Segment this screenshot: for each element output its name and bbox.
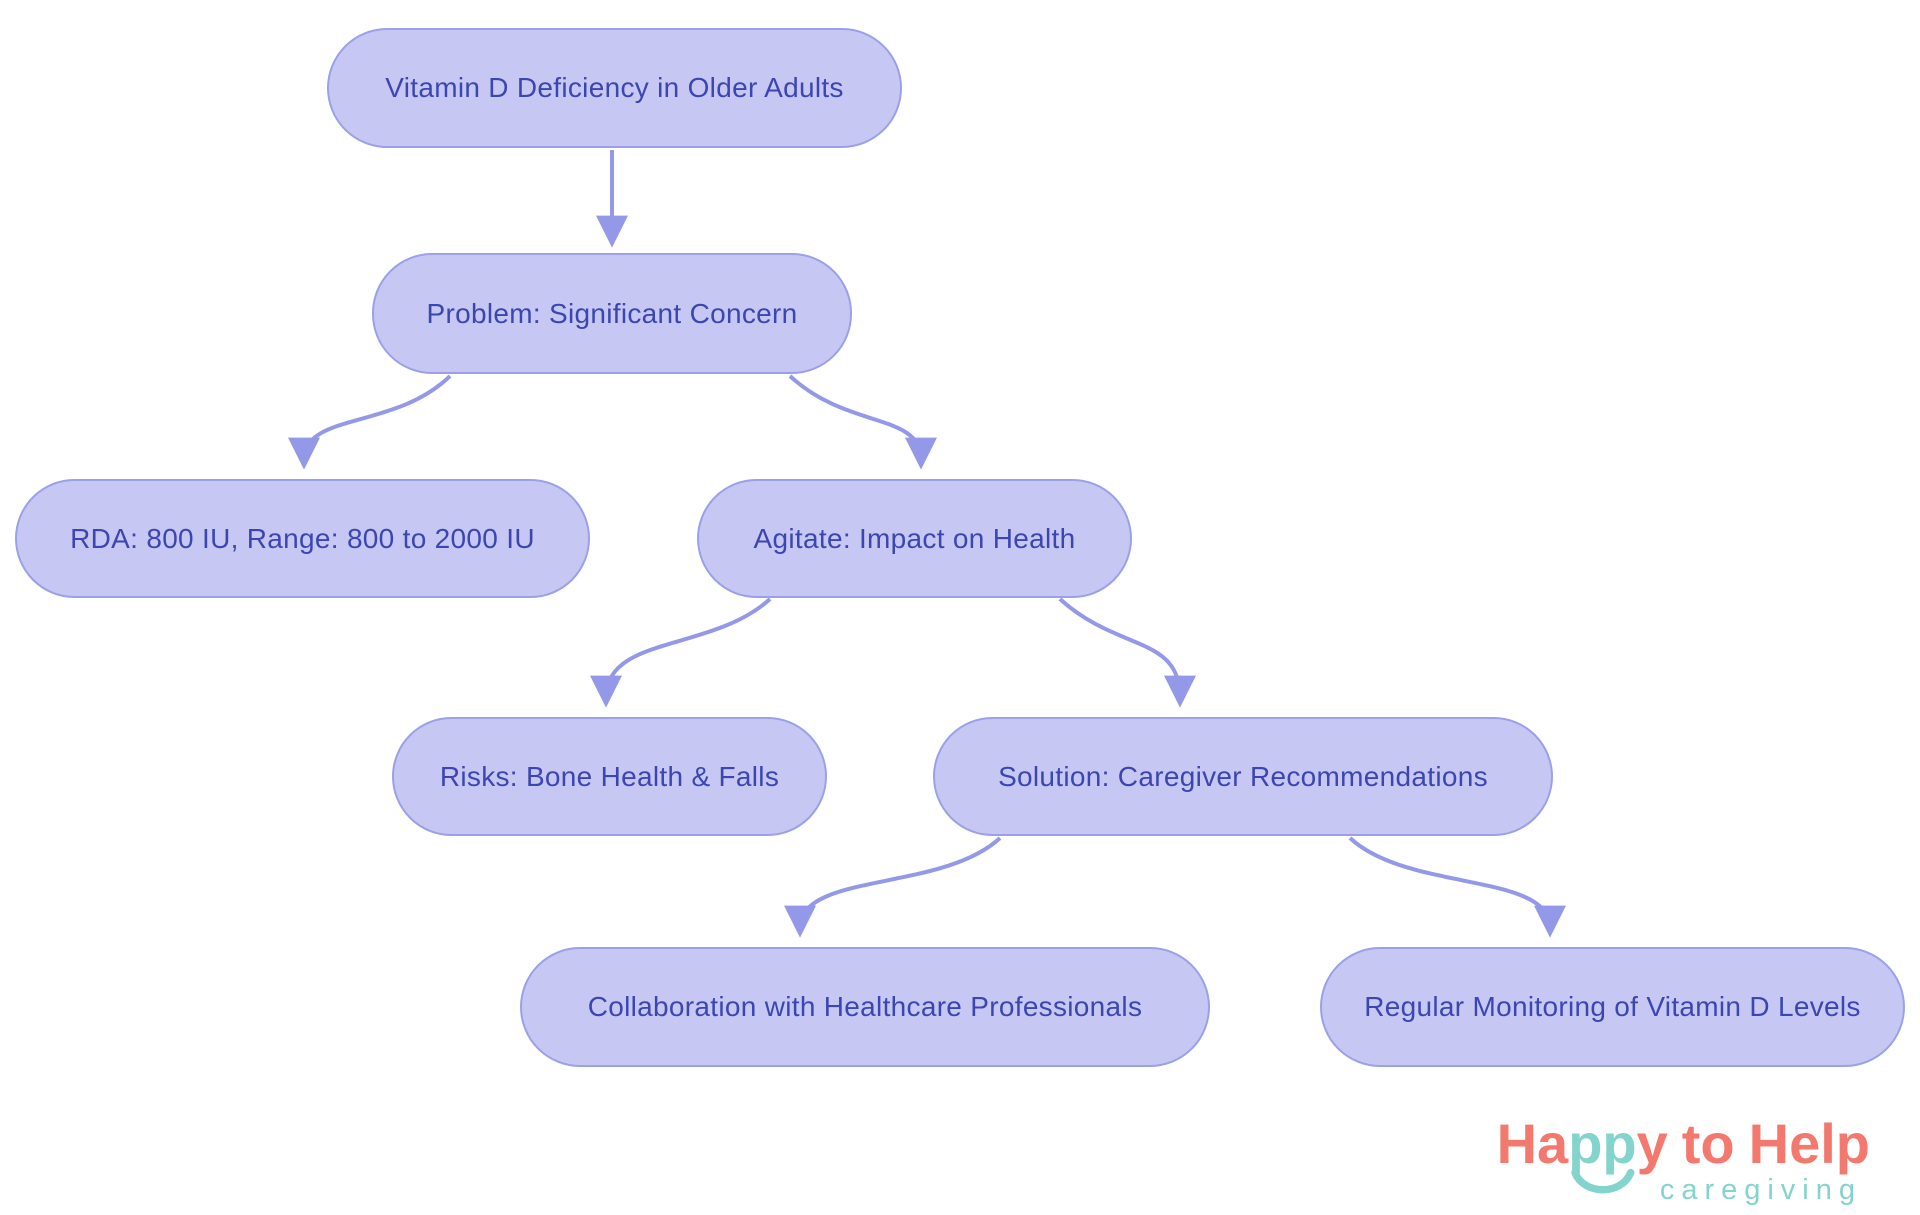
node-label: Solution: Caregiver Recommendations [998, 760, 1488, 792]
edge-solution-to-collaboration [784, 836, 1002, 938]
logo-text-to: to [1681, 1112, 1735, 1175]
node-label: Collaboration with Healthcare Profession… [587, 991, 1143, 1022]
logo-tagline: caregiving [1659, 1174, 1862, 1206]
node-agitate: Agitate: Impact on Health [697, 479, 1132, 598]
logo-text-pp-with-smile: pp [1568, 1116, 1637, 1194]
logo-text-help: Help [1748, 1112, 1870, 1175]
node-monitoring: Regular Monitoring of Vitamin D Levels [1320, 947, 1905, 1067]
edge-solution-to-monitoring [1348, 836, 1566, 938]
node-label: Regular Monitoring of Vitamin D Levels [1364, 991, 1861, 1022]
node-rda: RDA: 800 IU, Range: 800 to 2000 IU [15, 479, 590, 598]
node-label: Risks: Bone Health & Falls [439, 760, 780, 792]
logo-text-pp: pp [1568, 1112, 1637, 1175]
edge-problem-to-agitate [788, 374, 937, 470]
node-solution: Solution: Caregiver Recommendations [933, 717, 1553, 836]
node-vitamin-d-deficiency: Vitamin D Deficiency in Older Adults [327, 28, 902, 148]
node-label: Agitate: Impact on Health [753, 522, 1076, 554]
node-label: RDA: 800 IU, Range: 800 to 2000 IU [70, 522, 535, 554]
edge-problem-to-rda [288, 374, 452, 470]
edge-agitate-to-solution [1058, 597, 1196, 708]
node-label: Vitamin D Deficiency in Older Adults [385, 72, 844, 103]
edge-agitate-to-risks [590, 597, 772, 708]
node-risks: Risks: Bone Health & Falls [392, 717, 827, 836]
logo-text-y: y [1636, 1112, 1668, 1175]
logo-text-ha: Ha [1496, 1112, 1569, 1175]
node-collaboration: Collaboration with Healthcare Profession… [520, 947, 1210, 1067]
smile-icon [1570, 1168, 1635, 1194]
node-problem: Problem: Significant Concern [372, 253, 852, 374]
node-label: Problem: Significant Concern [426, 297, 798, 329]
